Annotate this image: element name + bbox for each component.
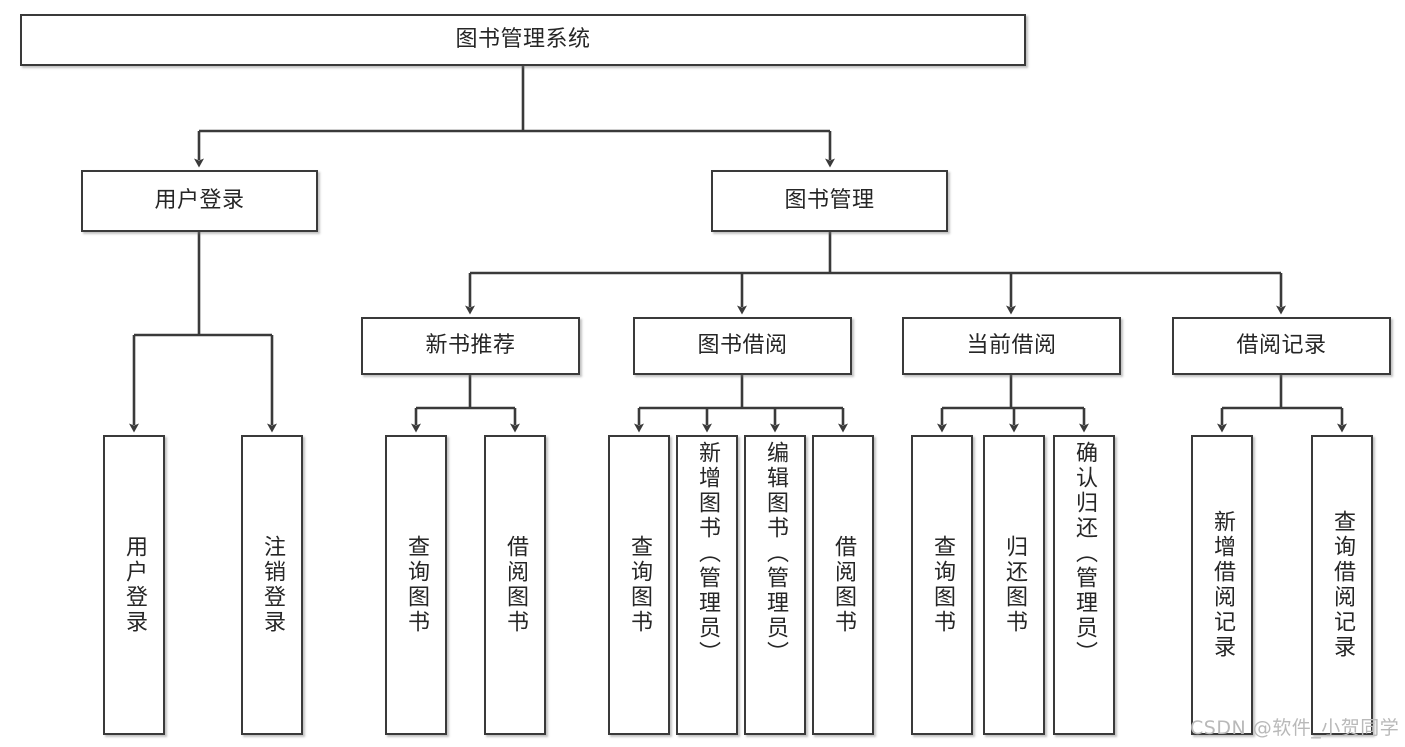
node-leaf-query-book-label: 查询图书 [626,535,652,635]
node-leaf-query-book-cur[interactable]: 查询图书 [911,435,973,735]
node-root-label: 图书管理系统 [455,27,591,53]
node-leaf-query-record[interactable]: 查询借阅记录 [1311,435,1373,735]
node-user-login[interactable]: 用户登录 [81,170,318,232]
node-current-borrow[interactable]: 当前借阅 [902,317,1121,375]
node-book-borrow-label: 图书借阅 [697,333,788,359]
node-leaf-return-book[interactable]: 归还图书 [983,435,1045,735]
node-leaf-user-logout[interactable]: 注销登录 [241,435,303,735]
node-leaf-borrow-book-new[interactable]: 借阅图书 [484,435,546,735]
node-user-login-label: 用户登录 [154,188,245,214]
node-leaf-add-record[interactable]: 新增借阅记录 [1191,435,1253,735]
node-leaf-borrow-book[interactable]: 借阅图书 [812,435,874,735]
node-leaf-user-login[interactable]: 用户登录 [103,435,165,735]
node-leaf-return-book-label: 归还图书 [1001,535,1027,635]
node-leaf-query-book-cur-label: 查询图书 [929,535,955,635]
node-borrow-record[interactable]: 借阅记录 [1172,317,1391,375]
node-new-book-recommend[interactable]: 新书推荐 [361,317,580,375]
node-leaf-query-book[interactable]: 查询图书 [608,435,670,735]
node-leaf-confirm-return-label: 确认归还（管理员） [1071,441,1097,666]
node-book-manage[interactable]: 图书管理 [711,170,948,232]
node-leaf-edit-book[interactable]: 编辑图书（管理员） [744,435,806,735]
node-leaf-query-book-new[interactable]: 查询图书 [385,435,447,735]
node-leaf-query-record-label: 查询借阅记录 [1329,510,1355,660]
node-leaf-add-book-label: 新增图书（管理员） [694,441,720,666]
node-leaf-add-book[interactable]: 新增图书（管理员） [676,435,738,735]
node-leaf-borrow-book-label: 借阅图书 [830,535,856,635]
node-borrow-record-label: 借阅记录 [1236,333,1327,359]
node-book-manage-label: 图书管理 [784,188,875,214]
node-leaf-add-record-label: 新增借阅记录 [1209,510,1235,660]
node-leaf-query-book-new-label: 查询图书 [403,535,429,635]
node-leaf-confirm-return[interactable]: 确认归还（管理员） [1053,435,1115,735]
node-root[interactable]: 图书管理系统 [20,14,1026,66]
csdn-watermark: CSDN @软件_小贺同学 [1190,717,1400,739]
node-current-borrow-label: 当前借阅 [966,333,1057,359]
node-leaf-borrow-book-new-label: 借阅图书 [502,535,528,635]
node-book-borrow[interactable]: 图书借阅 [633,317,852,375]
node-leaf-user-login-label: 用户登录 [121,535,147,635]
node-new-book-recommend-label: 新书推荐 [425,333,516,359]
node-leaf-edit-book-label: 编辑图书（管理员） [762,441,788,666]
node-leaf-user-logout-label: 注销登录 [259,535,285,635]
